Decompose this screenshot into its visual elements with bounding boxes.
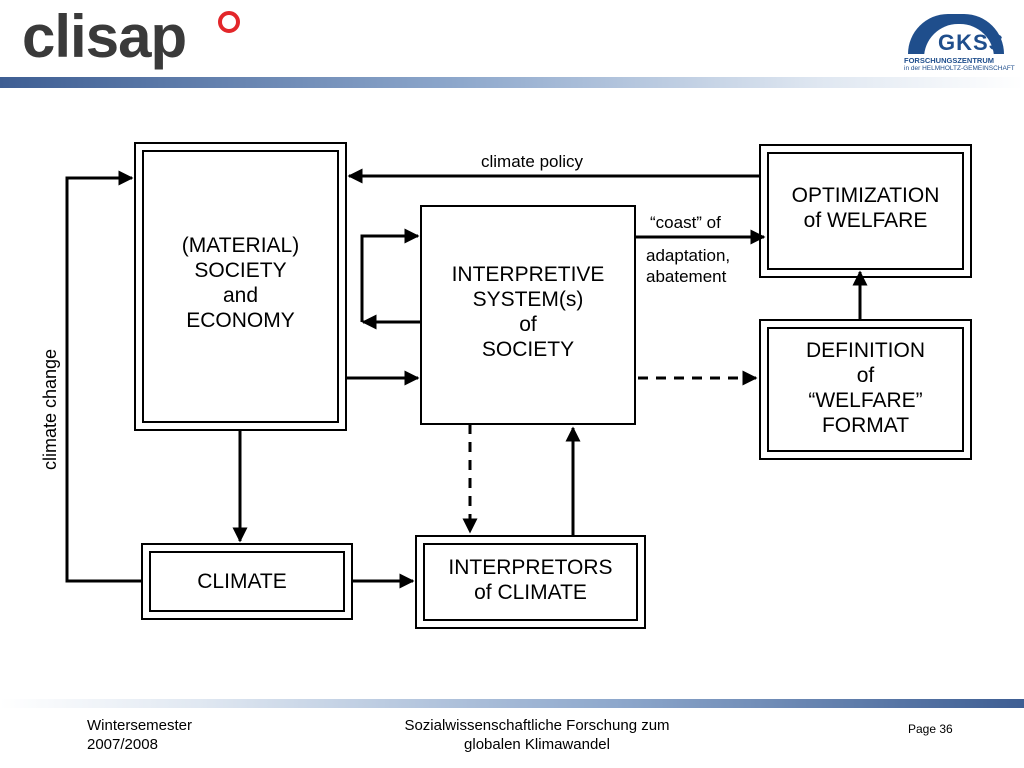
node-interpretive-label: INTERPRETIVE SYSTEM(s) of SOCIETY [451,263,605,361]
edge-label-abatement: abatement [646,267,727,286]
node-interpretive-box [420,205,636,425]
footer-gradient-bar [0,699,1024,708]
node-optimization-label: OPTIMIZATION of WELFARE [791,184,940,232]
node-society-box [134,142,347,431]
arrow-climate-change [65,170,142,583]
clisap-logo-text: clisap [22,3,187,70]
arrow-loop-upper [360,228,420,322]
gkss-logo-line1: FORSCHUNGSZENTRUM [904,56,994,65]
footer-course-title: Sozialwissenschaftliche Forschung zum gl… [404,717,670,753]
header-gradient-bar [0,77,1024,88]
node-interpretors-box [415,535,646,629]
node-climate-label: CLIMATE [197,570,287,593]
node-society-label: (MATERIAL) SOCIETY and ECONOMY [181,234,300,332]
edge-label-coast-of: “coast” of [650,213,721,232]
diagram-canvas [65,142,972,629]
node-interpretors-label: INTERPRETORS of CLIMATE [448,556,613,604]
gkss-logo-name: GKSS [938,30,1005,55]
footer-page-number: Page 36 [908,722,953,736]
edge-label-adaptation: adaptation, [646,246,731,265]
gkss-logo: GKSS FORSCHUNGSZENTRUM in der HELMHOLTZ-… [902,14,1015,74]
footer-semester: Wintersemester 2007/2008 [87,717,193,753]
node-definition-box [759,319,972,460]
node-definition-label: DEFINITION of “WELFARE” FORMAT [806,339,925,437]
clisap-logo-ring-icon [218,11,240,33]
gkss-logo-line2: in der HELMHOLTZ-GEMEINSCHAFT [904,65,1015,72]
edge-label-climate-policy: climate policy [481,152,584,171]
edge-label-climate-change: climate change [40,348,60,470]
node-optimization-box [759,144,972,278]
clisap-logo: clisap [22,3,247,70]
